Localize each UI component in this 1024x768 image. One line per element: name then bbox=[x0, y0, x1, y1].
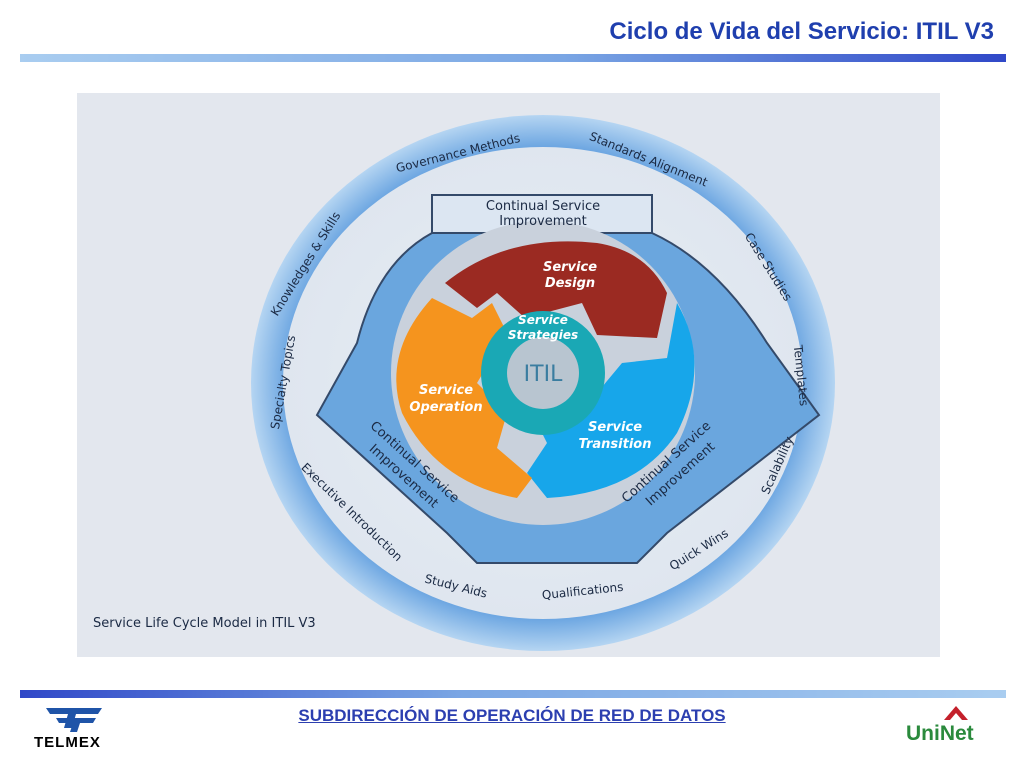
figure-caption: Service Life Cycle Model in ITIL V3 bbox=[93, 616, 316, 631]
itil-lifecycle-diagram: Service Design Service Strategies ITIL S… bbox=[93, 115, 835, 651]
service-design-segment bbox=[445, 241, 667, 338]
service-transition-segment bbox=[527, 303, 695, 498]
slide-title: Ciclo de Vida del Servicio: ITIL V3 bbox=[609, 18, 994, 45]
footer-department: SUBDIRECCIÓN DE OPERACIÓN DE RED DE DATO… bbox=[298, 706, 726, 725]
header-divider-bar bbox=[20, 54, 1006, 62]
service-operation-label-line1: Service bbox=[419, 383, 473, 398]
csi-top-label-line2: Improvement bbox=[499, 214, 586, 229]
service-operation-segment bbox=[396, 298, 532, 498]
service-design-label-line1: Service bbox=[543, 260, 597, 275]
itil-core-label: ITIL bbox=[524, 362, 563, 387]
telmex-logo-icon bbox=[46, 708, 102, 732]
csi-top-label-box bbox=[431, 194, 653, 234]
uninet-logo-icon bbox=[944, 706, 968, 720]
telmex-logo-text: TELMEX bbox=[34, 734, 101, 751]
csi-top-label-line1: Continual Service bbox=[486, 199, 600, 214]
ring-label-templates: Templates bbox=[791, 344, 811, 407]
service-operation-label-line2: Operation bbox=[409, 400, 482, 415]
service-transition-label-line1: Service bbox=[588, 420, 642, 435]
itil-lifecycle-figure: Service Design Service Strategies ITIL S… bbox=[77, 93, 940, 657]
service-strategy-label-line1: Service bbox=[518, 313, 568, 327]
uninet-logo-text: UniNet bbox=[906, 722, 974, 745]
itil-core bbox=[507, 337, 579, 409]
service-design-label-line2: Design bbox=[545, 276, 595, 291]
footer-divider-bar bbox=[20, 690, 1006, 698]
service-transition-label-line2: Transition bbox=[579, 437, 652, 452]
service-strategy-label-line2: Strategies bbox=[508, 328, 578, 342]
